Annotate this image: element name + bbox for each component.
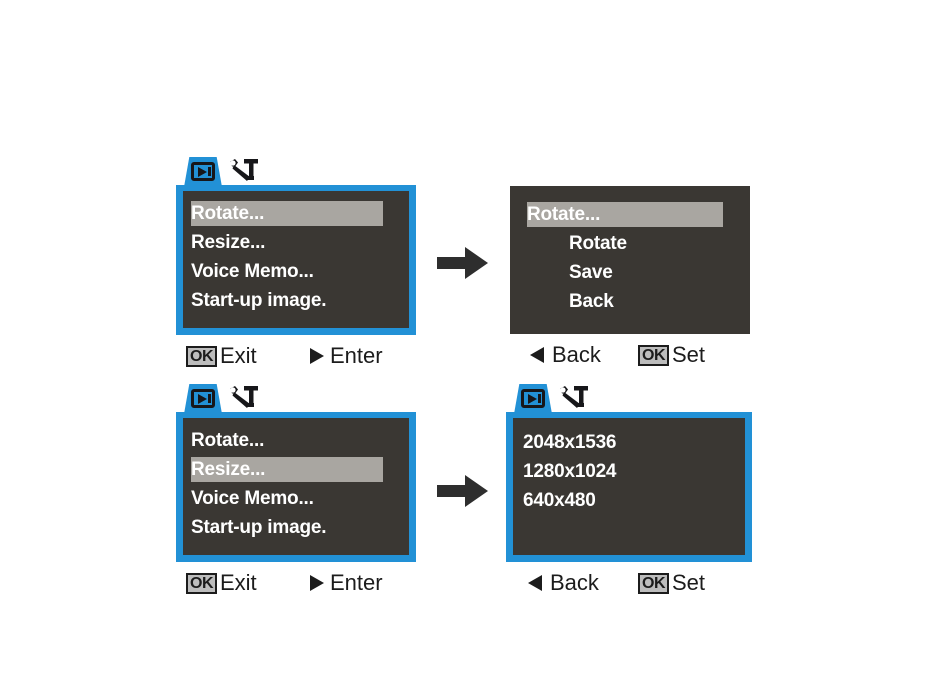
lcd-screen: 2048x1536 1280x1024 640x480 (506, 412, 752, 562)
hint-label: Set (672, 342, 706, 367)
hint-exit[interactable]: OK Exit (186, 568, 257, 598)
flow-arrow-bottom (437, 475, 488, 507)
resize-option-640x480[interactable]: 640x480 (523, 486, 737, 515)
tab-playback[interactable] (514, 384, 552, 414)
menu-item-start-up-image[interactable]: Start-up image. (191, 513, 401, 542)
panel-playback-menu-rotate: Rotate... Resize... Voice Memo... Start-… (176, 155, 416, 371)
hint-bar: OK Exit Enter (176, 568, 416, 598)
menu-item-label: 640x480 (523, 490, 596, 511)
menu-item-label: Resize... (191, 459, 266, 480)
menu-item-label: Start-up image. (191, 517, 327, 538)
menu-item-label: Back (569, 291, 614, 312)
tab-strip (514, 382, 752, 414)
lcd-screen: Rotate... Rotate Save Back (510, 186, 750, 334)
hint-set[interactable]: OK Set (638, 340, 705, 370)
resize-option-1280x1024[interactable]: 1280x1024 (523, 457, 737, 486)
playback-icon (191, 389, 215, 408)
hint-label: Exit (220, 570, 257, 595)
arrow-left-icon (530, 347, 544, 363)
selection-highlight (191, 457, 383, 482)
hint-set[interactable]: OK Set (638, 568, 705, 598)
menu-item-start-up-image[interactable]: Start-up image. (191, 286, 401, 315)
tab-strip (184, 155, 416, 187)
tab-setup[interactable] (554, 384, 592, 414)
menu-item-voice-memo[interactable]: Voice Memo... (191, 484, 401, 513)
menu-item-label: Rotate (569, 233, 627, 254)
menu-item-label: Save (569, 262, 613, 283)
flow-arrow-top (437, 247, 488, 279)
playback-icon (521, 389, 545, 408)
menu-item-label: 1280x1024 (523, 461, 617, 482)
menu-item-rotate[interactable]: Rotate... (191, 199, 401, 228)
panel-playback-menu-resize: Rotate... Resize... Voice Memo... Start-… (176, 382, 416, 598)
menu-list: 2048x1536 1280x1024 640x480 (523, 428, 737, 515)
panel-resize-submenu: 2048x1536 1280x1024 640x480 Back OK Set (506, 382, 752, 598)
menu-item-label: Resize... (191, 232, 266, 253)
tab-strip (184, 382, 416, 414)
arrow-right-icon (310, 575, 324, 591)
menu-item-label: Rotate... (191, 430, 265, 451)
menu-item-label: Rotate... (527, 204, 601, 225)
hint-bar: OK Exit Enter (176, 341, 416, 371)
menu-list: Rotate... Rotate Save Back (527, 200, 740, 316)
lcd-screen: Rotate... Resize... Voice Memo... Start-… (176, 412, 416, 562)
arrow-left-icon (528, 575, 542, 591)
menu-item-voice-memo[interactable]: Voice Memo... (191, 257, 401, 286)
menu-item-label: Voice Memo... (191, 488, 314, 509)
hint-label: Back (552, 342, 601, 367)
arrow-right-icon (310, 348, 324, 364)
menu-list: Rotate... Resize... Voice Memo... Start-… (191, 199, 401, 315)
lcd-screen: Rotate... Resize... Voice Memo... Start-… (176, 185, 416, 335)
hint-enter[interactable]: Enter (310, 568, 383, 598)
hint-bar: Back OK Set (510, 340, 750, 370)
tab-playback[interactable] (184, 384, 222, 414)
menu-item-label: Start-up image. (191, 290, 327, 311)
wrench-setup-icon (560, 386, 588, 408)
ok-button-glyph: OK (186, 345, 217, 367)
hint-back[interactable]: Back (530, 340, 601, 370)
hint-exit[interactable]: OK Exit (186, 341, 257, 371)
submenu-title-rotate[interactable]: Rotate... (527, 200, 740, 229)
menu-item-resize[interactable]: Resize... (191, 228, 401, 257)
hint-bar: Back OK Set (506, 568, 752, 598)
tab-setup[interactable] (224, 157, 262, 187)
playback-icon (191, 162, 215, 181)
selection-highlight (527, 202, 723, 227)
selection-highlight (191, 201, 383, 226)
ok-button-glyph: OK (638, 344, 669, 366)
wrench-setup-icon (230, 159, 258, 181)
hint-label: Enter (330, 343, 383, 368)
ok-button-glyph: OK (638, 572, 669, 594)
menu-item-resize[interactable]: Resize... (191, 455, 401, 484)
hint-label: Back (550, 570, 599, 595)
wrench-setup-icon (230, 386, 258, 408)
menu-list: Rotate... Resize... Voice Memo... Start-… (191, 426, 401, 542)
ok-button-glyph: OK (186, 572, 217, 594)
panel-rotate-submenu: Rotate... Rotate Save Back Back OK Set (510, 186, 750, 370)
submenu-item-save[interactable]: Save (527, 258, 740, 287)
submenu-item-back[interactable]: Back (527, 287, 740, 316)
menu-item-rotate[interactable]: Rotate... (191, 426, 401, 455)
menu-item-label: 2048x1536 (523, 432, 617, 453)
hint-label: Set (672, 570, 706, 595)
resize-option-2048x1536[interactable]: 2048x1536 (523, 428, 737, 457)
tab-playback[interactable] (184, 157, 222, 187)
hint-label: Exit (220, 343, 257, 368)
hint-back[interactable]: Back (528, 568, 599, 598)
menu-item-label: Rotate... (191, 203, 265, 224)
submenu-item-rotate[interactable]: Rotate (527, 229, 740, 258)
hint-enter[interactable]: Enter (310, 341, 383, 371)
menu-item-label: Voice Memo... (191, 261, 314, 282)
tab-setup[interactable] (224, 384, 262, 414)
hint-label: Enter (330, 570, 383, 595)
